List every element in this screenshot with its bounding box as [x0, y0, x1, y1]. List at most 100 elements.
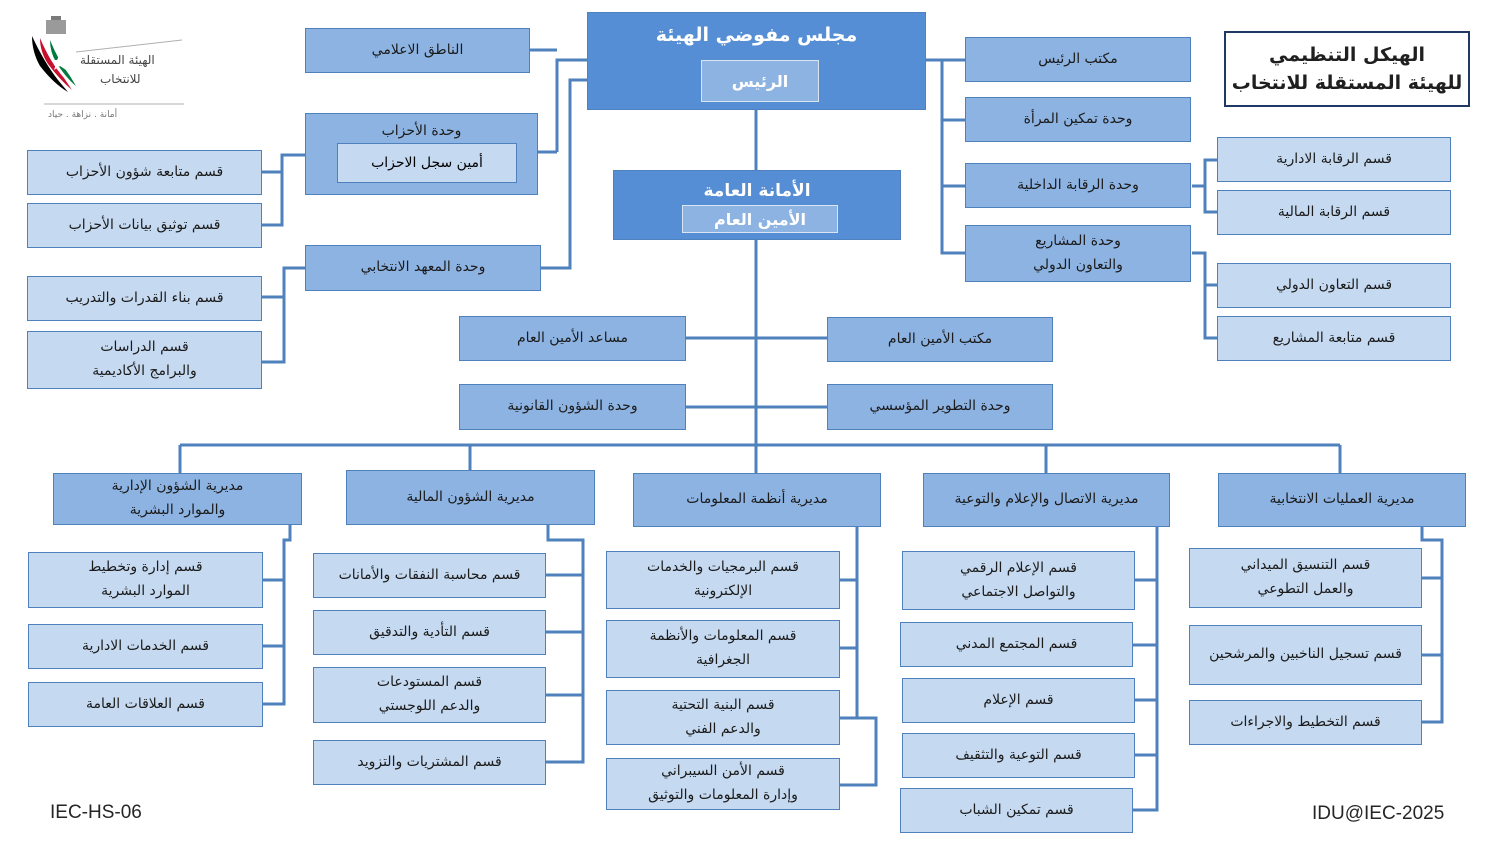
- iec-logo-icon: [32, 16, 184, 105]
- is-section-4: قسم الأمن السيبراني وإدارة المعلومات وال…: [606, 758, 840, 810]
- is-section-4-line2: وإدارة المعلومات والتوثيق: [648, 787, 798, 803]
- comm-section-4-label: قسم التوعية والتثقيف: [955, 746, 1082, 763]
- is-section-3-line1: قسم البنية التحتية: [671, 696, 775, 713]
- parties-section-1: قسم متابعة شؤون الأحزاب: [27, 150, 262, 195]
- is-section-1: قسم البرمجيات والخدمات الإلكترونية: [606, 551, 840, 609]
- projects-unit-line1: وحدة المشاريع: [1035, 232, 1121, 249]
- directorate-admin-hr-line1: مديرية الشؤون الإدارية: [111, 478, 244, 495]
- parties-section-2: قسم توثيق بيانات الأحزاب: [27, 203, 262, 248]
- is-section-2: قسم المعلومات والأنظمة الجغرافية: [606, 620, 840, 678]
- directorate-comm-label: مديرية الاتصال والإعلام والتوعية: [954, 491, 1139, 508]
- is-section-2-line1: قسم المعلومات والأنظمة: [649, 628, 797, 645]
- parties-section-1-label: قسم متابعة شؤون الأحزاب: [65, 163, 224, 180]
- finance-section-1: قسم محاسبة النفقات والأمانات: [313, 553, 546, 598]
- directorate-ops-label: مديرية العمليات الانتخابية: [1269, 491, 1415, 508]
- finance-section-4-label: قسم المشتريات والتزويد: [357, 753, 502, 770]
- institute-section-2-line1: قسم الدراسات: [100, 339, 189, 356]
- board-head: الرئيس: [701, 60, 819, 102]
- chart-title: الهيكل التنظيمي للهيئة المستقلة للانتخاب: [1224, 31, 1470, 107]
- spokesperson-unit: الناطق الاعلامي: [305, 28, 530, 73]
- audit-section-1: قسم الرقابة الادارية: [1217, 137, 1451, 182]
- internal-audit-unit: وحدة الرقابة الداخلية: [965, 163, 1191, 208]
- institute-section-2: قسم الدراسات والبرامج الأكاديمية: [27, 331, 262, 389]
- comm-section-1-line1: قسم الإعلام الرقمي: [960, 559, 1077, 576]
- comm-section-1-line2: والتواصل الاجتماعي: [961, 583, 1076, 600]
- comm-section-4: قسم التوعية والتثقيف: [902, 733, 1135, 778]
- women-empowerment-unit: وحدة تمكين المرأة: [965, 97, 1191, 142]
- chart-title-line2: للهيئة المستقلة للانتخاب: [1231, 72, 1463, 94]
- admin-hr-section-2-label: قسم الخدمات الادارية: [81, 637, 210, 654]
- ops-section-1-line1: قسم التنسيق الميداني: [1240, 557, 1371, 574]
- electoral-institute-unit: وحدة المعهد الانتخابي: [305, 245, 541, 291]
- admin-hr-section-3: قسم العلاقات العامة: [28, 682, 263, 727]
- ops-section-2: قسم تسجيل الناخبين والمرشحين: [1189, 625, 1422, 685]
- directorate-admin-hr: مديرية الشؤون الإدارية والموارد البشرية: [53, 473, 302, 525]
- ops-section-2-label: قسم تسجيل الناخبين والمرشحين: [1209, 646, 1402, 663]
- is-section-3-line2: والدعم الفني: [685, 720, 761, 737]
- document-code: IEC-HS-06: [50, 802, 142, 823]
- directorate-is-label: مديرية أنظمة المعلومات: [686, 491, 828, 508]
- audit-section-1-label: قسم الرقابة الادارية: [1276, 150, 1392, 167]
- comm-section-5: قسم تمكين الشباب: [900, 788, 1133, 833]
- legal-affairs-unit: وحدة الشؤون القانونية: [459, 384, 686, 430]
- comm-section-2-label: قسم المجتمع المدني: [955, 635, 1078, 652]
- directorate-finance-label: مديرية الشؤون المالية: [406, 488, 535, 505]
- assistant-secretary-general: مساعد الأمين العام: [459, 316, 686, 361]
- parties-section-2-label: قسم توثيق بيانات الأحزاب: [68, 216, 221, 233]
- ops-section-1-line2: والعمل التطوعي: [1257, 581, 1354, 597]
- secretariat-title: الأمانة العامة: [703, 181, 811, 201]
- chart-title-line1: الهيكل التنظيمي: [1269, 43, 1425, 66]
- directorate-information-systems: مديرية أنظمة المعلومات: [633, 473, 881, 527]
- board-title: مجلس مفوضي الهيئة: [655, 24, 858, 46]
- spokesperson-label: الناطق الاعلامي: [371, 41, 464, 58]
- directorate-communication: مديرية الاتصال والإعلام والتوعية: [923, 473, 1170, 527]
- finance-section-2: قسم التأدية والتدقيق: [313, 610, 546, 655]
- projects-section-2: قسم متابعة المشاريع: [1217, 316, 1451, 361]
- institute-section-1-label: قسم بناء القدرات والتدريب: [65, 289, 224, 306]
- is-section-4-line1: قسم الأمن السيبراني: [661, 763, 785, 780]
- ops-section-3: قسم التخطيط والاجراءات: [1189, 700, 1422, 745]
- finance-section-2-label: قسم التأدية والتدقيق: [369, 623, 490, 640]
- institutional-development-unit: وحدة التطوير المؤسسي: [827, 384, 1053, 430]
- logo-name-line1: الهيئة المستقلة: [80, 53, 155, 67]
- development-label: وحدة التطوير المؤسسي: [869, 398, 1011, 415]
- comm-section-1: قسم الإعلام الرقمي والتواصل الاجتماعي: [902, 551, 1135, 610]
- directorate-electoral-operations: مديرية العمليات الانتخابية: [1218, 473, 1466, 527]
- comm-section-3: قسم الإعلام: [902, 678, 1135, 723]
- projects-unit: وحدة المشاريع والتعاون الدولي: [965, 225, 1191, 282]
- secretariat-head: الأمين العام: [682, 205, 838, 233]
- comm-section-5-label: قسم تمكين الشباب: [959, 801, 1074, 818]
- audit-section-2: قسم الرقابة المالية: [1217, 190, 1451, 235]
- logo-tagline: أمانة . نزاهة . حياد: [48, 110, 118, 120]
- institute-section-2-line2: والبرامج الأكاديمية: [92, 363, 197, 379]
- finance-section-3-line1: قسم المستودعات: [376, 674, 483, 691]
- finance-section-3-line2: والدعم اللوجستي: [378, 698, 481, 714]
- projects-unit-line2: والتعاون الدولي: [1033, 256, 1123, 273]
- admin-hr-section-1-line2: الموارد البشرية: [101, 583, 190, 599]
- ops-section-3-label: قسم التخطيط والاجراءات: [1230, 713, 1381, 730]
- is-section-3: قسم البنية التحتية والدعم الفني: [606, 690, 840, 745]
- logo-name-line2: للانتخاب: [100, 72, 141, 86]
- legal-label: وحدة الشؤون القانونية: [507, 398, 638, 415]
- projects-section-2-label: قسم متابعة المشاريع: [1272, 329, 1396, 346]
- finance-section-3: قسم المستودعات والدعم اللوجستي: [313, 667, 546, 723]
- ops-section-1: قسم التنسيق الميداني والعمل التطوعي: [1189, 548, 1422, 608]
- is-section-1-line1: قسم البرمجيات والخدمات: [647, 559, 799, 576]
- comm-section-2: قسم المجتمع المدني: [900, 622, 1133, 667]
- directorate-finance: مديرية الشؤون المالية: [346, 470, 595, 525]
- directorate-admin-hr-line2: والموارد البشرية: [129, 502, 226, 518]
- finance-section-1-label: قسم محاسبة النفقات والأمانات: [338, 566, 521, 583]
- admin-hr-section-3-label: قسم العلاقات العامة: [86, 695, 205, 712]
- audit-section-2-label: قسم الرقابة المالية: [1277, 203, 1391, 220]
- president-office: مكتب الرئيس: [965, 37, 1191, 82]
- institute-section-1: قسم بناء القدرات والتدريب: [27, 276, 262, 321]
- sg-office-label: مكتب الأمين العام: [887, 330, 993, 347]
- institute-label: وحدة المعهد الانتخابي: [360, 259, 486, 276]
- is-section-2-line2: الجغرافية: [696, 652, 750, 668]
- parties-unit-label: وحدة الأحزاب: [381, 123, 462, 139]
- is-section-1-line2: الإلكترونية: [693, 583, 753, 599]
- projects-section-1: قسم التعاون الدولي: [1217, 263, 1451, 308]
- admin-hr-section-1: قسم إدارة وتخطيط الموارد البشرية: [28, 552, 263, 608]
